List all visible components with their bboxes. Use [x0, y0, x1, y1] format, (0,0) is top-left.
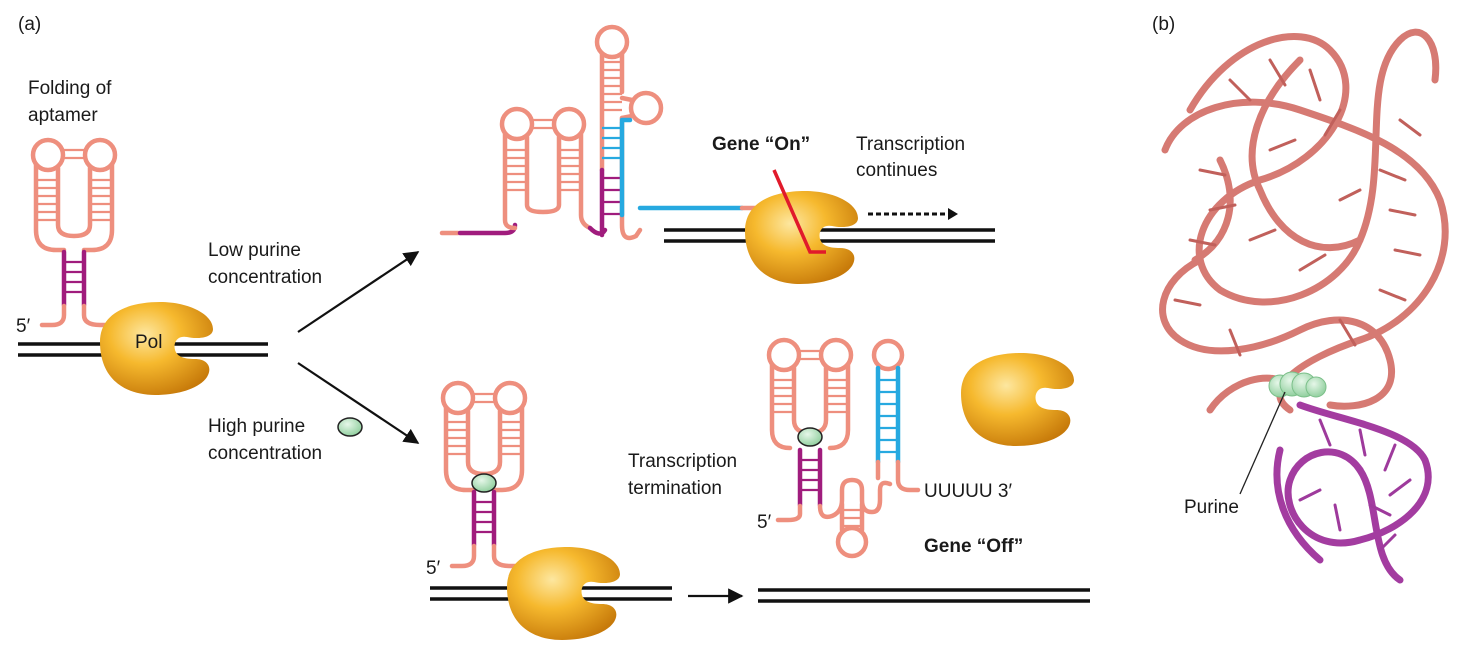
panel-a-label: (a) — [18, 14, 41, 35]
folding-label-line1: Folding of — [28, 78, 112, 99]
transcription-continues-line1: Transcription — [856, 134, 965, 155]
transcription-continues-line2: continues — [856, 160, 937, 181]
purine-pointer — [1239, 391, 1286, 495]
uuuuu-label: UUUUU 3′ — [924, 481, 1012, 502]
polymerase-top — [745, 191, 858, 284]
high-purine-line2: concentration — [208, 443, 322, 464]
termination-line1: Transcription — [628, 451, 737, 472]
five-prime-label-2: 5′ — [426, 558, 441, 579]
dna-top — [664, 228, 995, 243]
arrow-to-low — [297, 251, 420, 333]
polymerase-released — [961, 353, 1074, 446]
purine-legend-icon — [337, 417, 363, 437]
high-purine-structure — [440, 380, 528, 569]
folding-label-line2: aptamer — [28, 105, 98, 126]
transcription-arrowhead — [948, 208, 958, 220]
gene-on-label: Gene “On” — [712, 134, 810, 155]
low-purine-line1: Low purine — [208, 240, 301, 261]
riboswitch-3d-structure — [1159, 28, 1449, 584]
pol-label: Pol — [135, 332, 162, 353]
purine-bound-2 — [797, 427, 823, 447]
terminated-structure — [766, 337, 921, 559]
low-purine-structure — [439, 24, 763, 241]
polymerase-bottom-left — [507, 547, 620, 640]
five-prime-label-1: 5′ — [16, 316, 31, 337]
purine-label: Purine — [1184, 497, 1239, 518]
purine-bound-1 — [471, 473, 497, 493]
termination-line2: termination — [628, 478, 722, 499]
low-purine-line2: concentration — [208, 267, 322, 288]
dna-bottom-right — [758, 588, 1090, 603]
gene-off-label: Gene “Off” — [924, 536, 1023, 557]
panel-b-label: (b) — [1152, 14, 1175, 35]
five-prime-label-3: 5′ — [757, 512, 772, 533]
arrow-to-high — [297, 362, 420, 444]
transcript-exit — [772, 169, 826, 254]
high-purine-line1: High purine — [208, 416, 305, 437]
aptamer-initial — [30, 137, 118, 328]
